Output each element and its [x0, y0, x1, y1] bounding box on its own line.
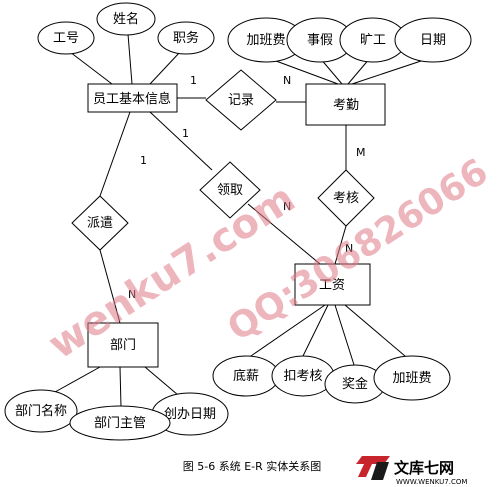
entity-salary-label: 工资: [319, 278, 345, 293]
attr-sal-bonus-label: 奖金: [342, 376, 368, 392]
card-att-assess: M: [356, 146, 366, 159]
attr-dept-head-label: 部门主管: [94, 416, 146, 431]
cardinalities: 1 N 1 N 1 N M N: [128, 74, 366, 301]
attr-emp-title-label: 职务: [173, 30, 199, 46]
entity-department-label: 部门: [110, 338, 136, 353]
watermark-main-text: wenku7.com: [40, 175, 303, 368]
relationship-dispatch: 派遣: [71, 195, 129, 251]
watermark-qq-text: QQ:306826066: [221, 151, 496, 349]
entity-attendance: 考勤: [305, 83, 386, 126]
attr-dept-name: 部门名称: [4, 389, 78, 433]
figure-caption: 图 5-6 系统 E-R 实体关系图: [183, 459, 322, 473]
attr-emp-name: 姓名: [96, 2, 156, 36]
entity-employee: 员工基本信息: [87, 83, 178, 113]
card-dispatch-dept: N: [128, 288, 136, 301]
entity-employee-label: 员工基本信息: [93, 91, 171, 107]
attr-sal-overtime: 加班费: [373, 355, 451, 401]
attr-att-absent-label: 旷工: [360, 33, 386, 48]
edge-emp-title: [149, 51, 181, 85]
card-emp-receive: 1: [182, 127, 189, 140]
attr-emp-id-label: 工号: [53, 31, 79, 46]
wenku7-logo-text: 文库七网: [394, 459, 454, 477]
relationship-assess-label: 考核: [333, 191, 359, 206]
edges: [54, 33, 431, 408]
attr-att-date: 日期: [394, 17, 472, 63]
attr-sal-deduct: 扣考核: [271, 355, 335, 397]
edge-dept-founded: [144, 366, 179, 396]
watermark: wenku7.com QQ:306826066: [40, 151, 495, 368]
attr-att-overtime-label: 加班费: [246, 33, 285, 48]
attr-emp-title: 职务: [157, 21, 215, 55]
relationship-dispatch-label: 派遣: [87, 216, 113, 231]
attr-sal-overtime-label: 加班费: [392, 371, 431, 386]
edge-emp-receive: [149, 111, 213, 171]
edge-dispatch-dept: [99, 249, 121, 324]
relationship-receive-label: 领取: [217, 183, 243, 198]
edge-sal-base: [247, 304, 326, 359]
edge-dept-name: [54, 366, 101, 393]
wenku7-logo: 文库七网 WWW.WENKU7.COM: [356, 456, 467, 486]
attr-dept-head: 部门主管: [69, 405, 171, 441]
entity-attendance-label: 考勤: [333, 98, 359, 113]
edge-assess-sal: [334, 225, 347, 265]
edge-sal-overtime: [344, 304, 406, 357]
entity-department: 部门: [87, 322, 159, 368]
edge-emp-id: [69, 51, 113, 85]
attr-att-absent: 旷工: [339, 17, 407, 63]
entity-salary: 工资: [294, 263, 371, 306]
card-emp-dispatch: 1: [140, 154, 147, 167]
attr-dept-name-label: 部门名称: [15, 403, 67, 419]
edge-receive-sal: [247, 203, 321, 265]
edge-dept-head: [119, 366, 122, 408]
attr-emp-id: 工号: [37, 21, 95, 55]
card-assess-sal: N: [345, 242, 353, 255]
attr-dept-founded-label: 创办日期: [164, 407, 216, 422]
edge-sal-bonus: [334, 304, 356, 369]
edge-emp-name: [127, 33, 133, 85]
relationship-record-label: 记录: [228, 93, 254, 108]
edge-emp-dispatch: [99, 111, 131, 197]
edge-att-date: [351, 57, 431, 85]
relationship-record: 记录: [205, 69, 277, 131]
attr-att-leave: 事假: [286, 17, 354, 63]
card-receive-sal: N: [283, 200, 291, 213]
attr-sal-base-label: 底薪: [233, 368, 259, 384]
relationship-receive: 领取: [199, 161, 261, 219]
attr-dept-founded: 创办日期: [151, 392, 229, 436]
attr-att-overtime: 加班费: [227, 17, 305, 63]
attr-emp-name-label: 姓名: [113, 11, 139, 27]
attr-sal-base: 底薪: [212, 355, 280, 397]
wenku7-logo-mark: [356, 456, 390, 480]
card-emp-record: 1: [190, 74, 197, 87]
relationship-assess: 考核: [317, 169, 375, 227]
attr-att-date-label: 日期: [420, 33, 446, 48]
edge-sal-deduct: [302, 304, 329, 357]
attr-att-leave-label: 事假: [307, 33, 333, 48]
attr-sal-deduct-label: 扣考核: [283, 369, 322, 384]
edge-att-absent: [347, 57, 371, 85]
card-record-att: N: [283, 74, 291, 87]
edge-att-overtime: [267, 57, 339, 85]
wenku7-logo-url: WWW.WENKU7.COM: [396, 478, 467, 486]
